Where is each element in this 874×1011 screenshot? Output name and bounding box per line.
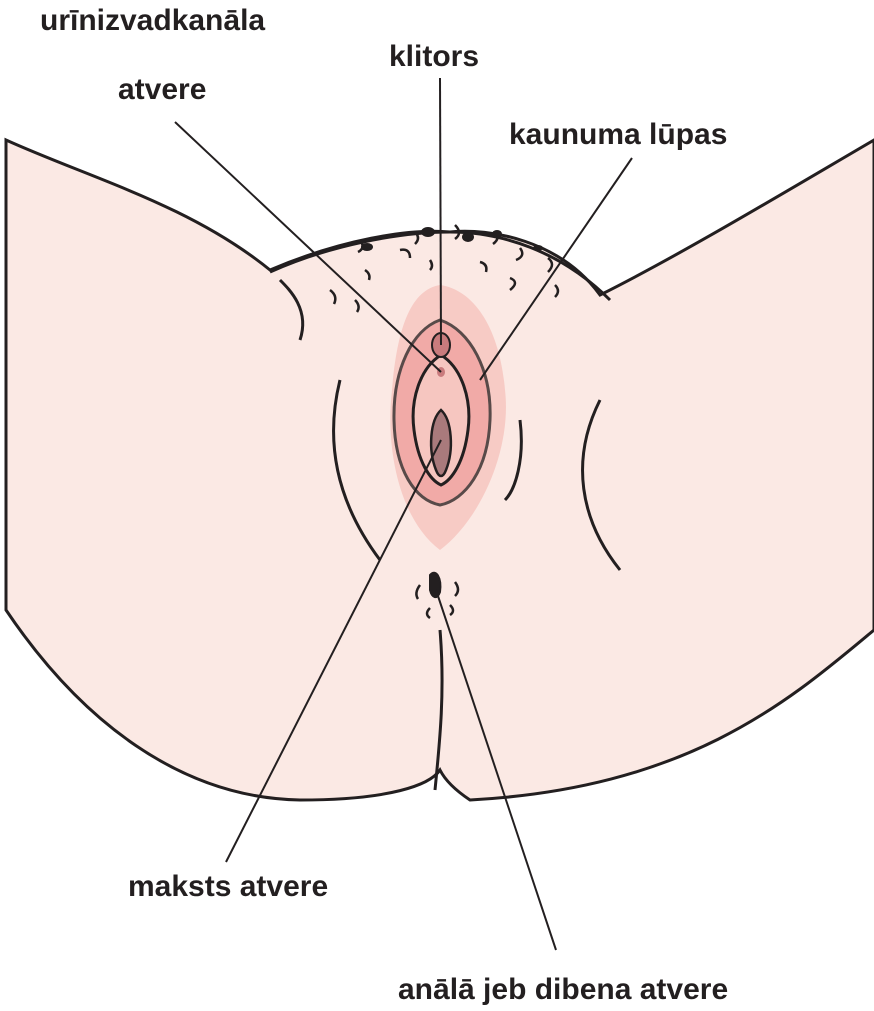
label-urethra-line1: urīnizvadkanāla: [40, 6, 265, 36]
label-anal-opening: anālā jeb dibena atvere: [398, 975, 728, 1005]
label-vaginal-opening: maksts atvere: [128, 872, 328, 902]
label-labia: kaunuma lūpas: [509, 120, 727, 150]
vaginal-opening-shape: [431, 410, 451, 476]
anus-shape: [430, 573, 440, 597]
label-urethra-line2: atvere: [118, 75, 206, 105]
label-clitoris: klitors: [389, 42, 479, 72]
leader-clitoris: [440, 78, 441, 345]
